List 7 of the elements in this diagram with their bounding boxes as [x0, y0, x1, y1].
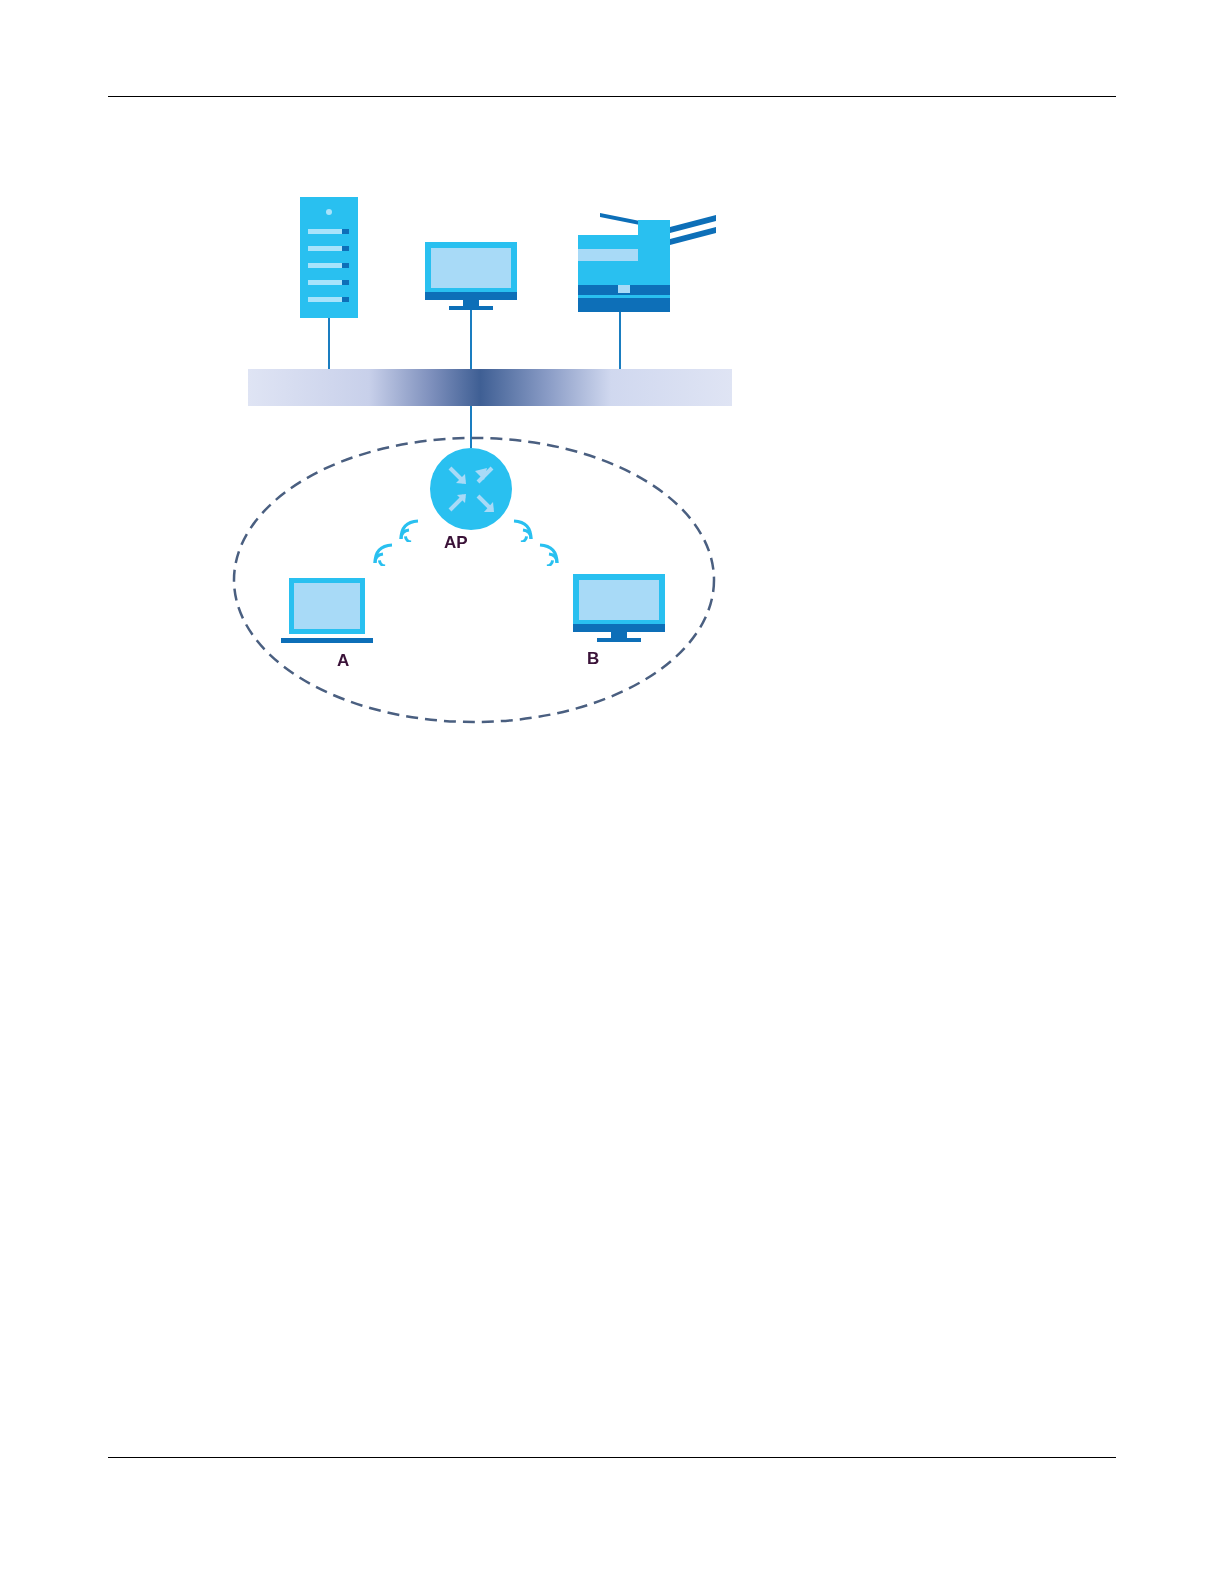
network-cable-line — [328, 317, 330, 370]
device-label: B — [587, 650, 600, 667]
device-label: AP — [444, 534, 468, 551]
network-cable-line — [470, 405, 472, 449]
network-cable-line — [619, 311, 621, 370]
network-cable-line — [470, 309, 472, 370]
device-label: A — [337, 652, 350, 669]
